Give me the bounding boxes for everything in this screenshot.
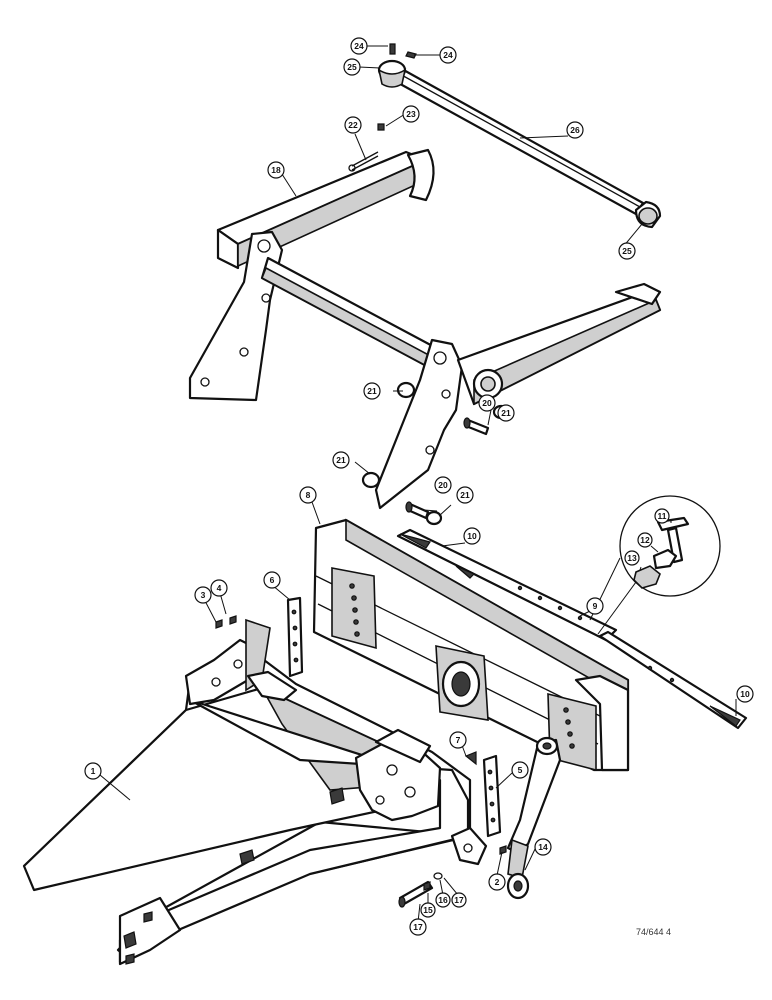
grease-fittings-top [389,43,417,59]
callout-label: 21 [501,408,511,418]
callout-19: 18 [267,161,285,179]
callout-17: 17 [451,892,467,908]
callout-11: 11 [654,508,670,524]
callout-7: 7 [449,731,467,749]
fasteners-3-4 [215,615,237,629]
main-frame [22,618,488,966]
callout-1: 1 [84,762,102,780]
cotter-23 [377,123,385,131]
callout-label: 14 [538,842,548,852]
callout-25a: 25 [343,58,361,76]
callout-22: 22 [344,116,362,134]
callout-label: 25 [622,246,632,256]
tilt-cylinder [506,736,562,900]
callout-25b: 25 [618,242,636,260]
bushing-bottom [634,200,662,229]
callout-21c: 21 [332,451,350,469]
callout-label: 6 [270,575,275,585]
callout-16: 16 [435,892,451,908]
callout-10b: 10 [736,685,754,703]
callout-label: 15 [423,905,433,915]
callout-12: 12 [637,532,653,548]
pin-assembly [398,872,443,908]
callout-3: 3 [194,586,212,604]
callout-label: 24 [354,41,364,51]
callout-label: 8 [306,490,311,500]
callout-24b: 24 [439,46,457,64]
figure-code: 74/644 4 [636,927,671,937]
cotter-pin-22 [348,151,379,172]
callout-13: 13 [624,550,640,566]
callout-2: 2 [488,873,506,891]
callout-label: 1 [91,766,96,776]
small-part-7 [464,751,477,766]
callout-24a: 24 [350,37,368,55]
ring-21c [361,471,381,489]
pin-20b [405,501,430,520]
callout-label: 9 [593,601,598,611]
callout-9: 9 [586,597,604,615]
callout-label: 3 [201,590,206,600]
cutting-edge-upper [396,528,618,642]
callout-20a: 20 [478,394,496,412]
callout-label: 22 [348,120,358,130]
callout-label: 23 [406,109,416,119]
callout-14: 14 [534,838,552,856]
callout-23: 23 [402,105,420,123]
callout-20b: 20 [434,476,452,494]
callout-label: 2 [495,877,500,887]
callout-label: 7 [456,735,461,745]
callout-label: 11 [658,511,667,521]
cutting-edge-bolt-holes [517,585,675,683]
bushing-top [377,59,407,88]
pin-20a [463,417,490,436]
callout-label: 21 [367,386,377,396]
callout-label: 21 [336,455,346,465]
callout-label: 10 [740,689,750,699]
callout-label: 10 [467,531,477,541]
callout-21b: 21 [497,404,515,422]
callout-21d: 21 [456,486,474,504]
callout-4: 4 [210,579,228,597]
callout-5: 5 [511,761,529,779]
callout-label: 12 [640,535,650,545]
blade-moldboard [312,518,630,772]
callout-label: 5 [518,765,523,775]
fastener-2 [499,845,507,855]
callout-26: 26 [566,121,584,139]
callout-18: 17 [409,918,427,936]
callout-label: 24 [443,50,453,60]
callout-15: 15 [420,902,436,918]
ring-21d [425,510,443,526]
ring-21a [396,381,416,399]
callout-label: 4 [217,583,222,593]
callout-label: 17 [413,922,423,932]
bolt-detail-circle [589,495,721,635]
callout-label: 21 [460,490,470,500]
callout-8: 8 [299,486,317,504]
callout-6: 6 [263,571,281,589]
push-frame [188,148,662,510]
callout-label: 13 [627,553,637,563]
callout-label: 26 [570,125,580,135]
callout-10a: 10 [463,527,481,545]
callout-21a: 21 [363,382,381,400]
shim-plate-6 [286,596,304,678]
shim-plate-5 [482,754,502,838]
callout-label: 16 [438,895,448,905]
callout-label: 20 [482,398,492,408]
callout-label: 25 [347,62,357,72]
callout-label: 18 [271,165,281,175]
callout-label: 20 [438,480,448,490]
callout-label: 17 [454,895,464,905]
